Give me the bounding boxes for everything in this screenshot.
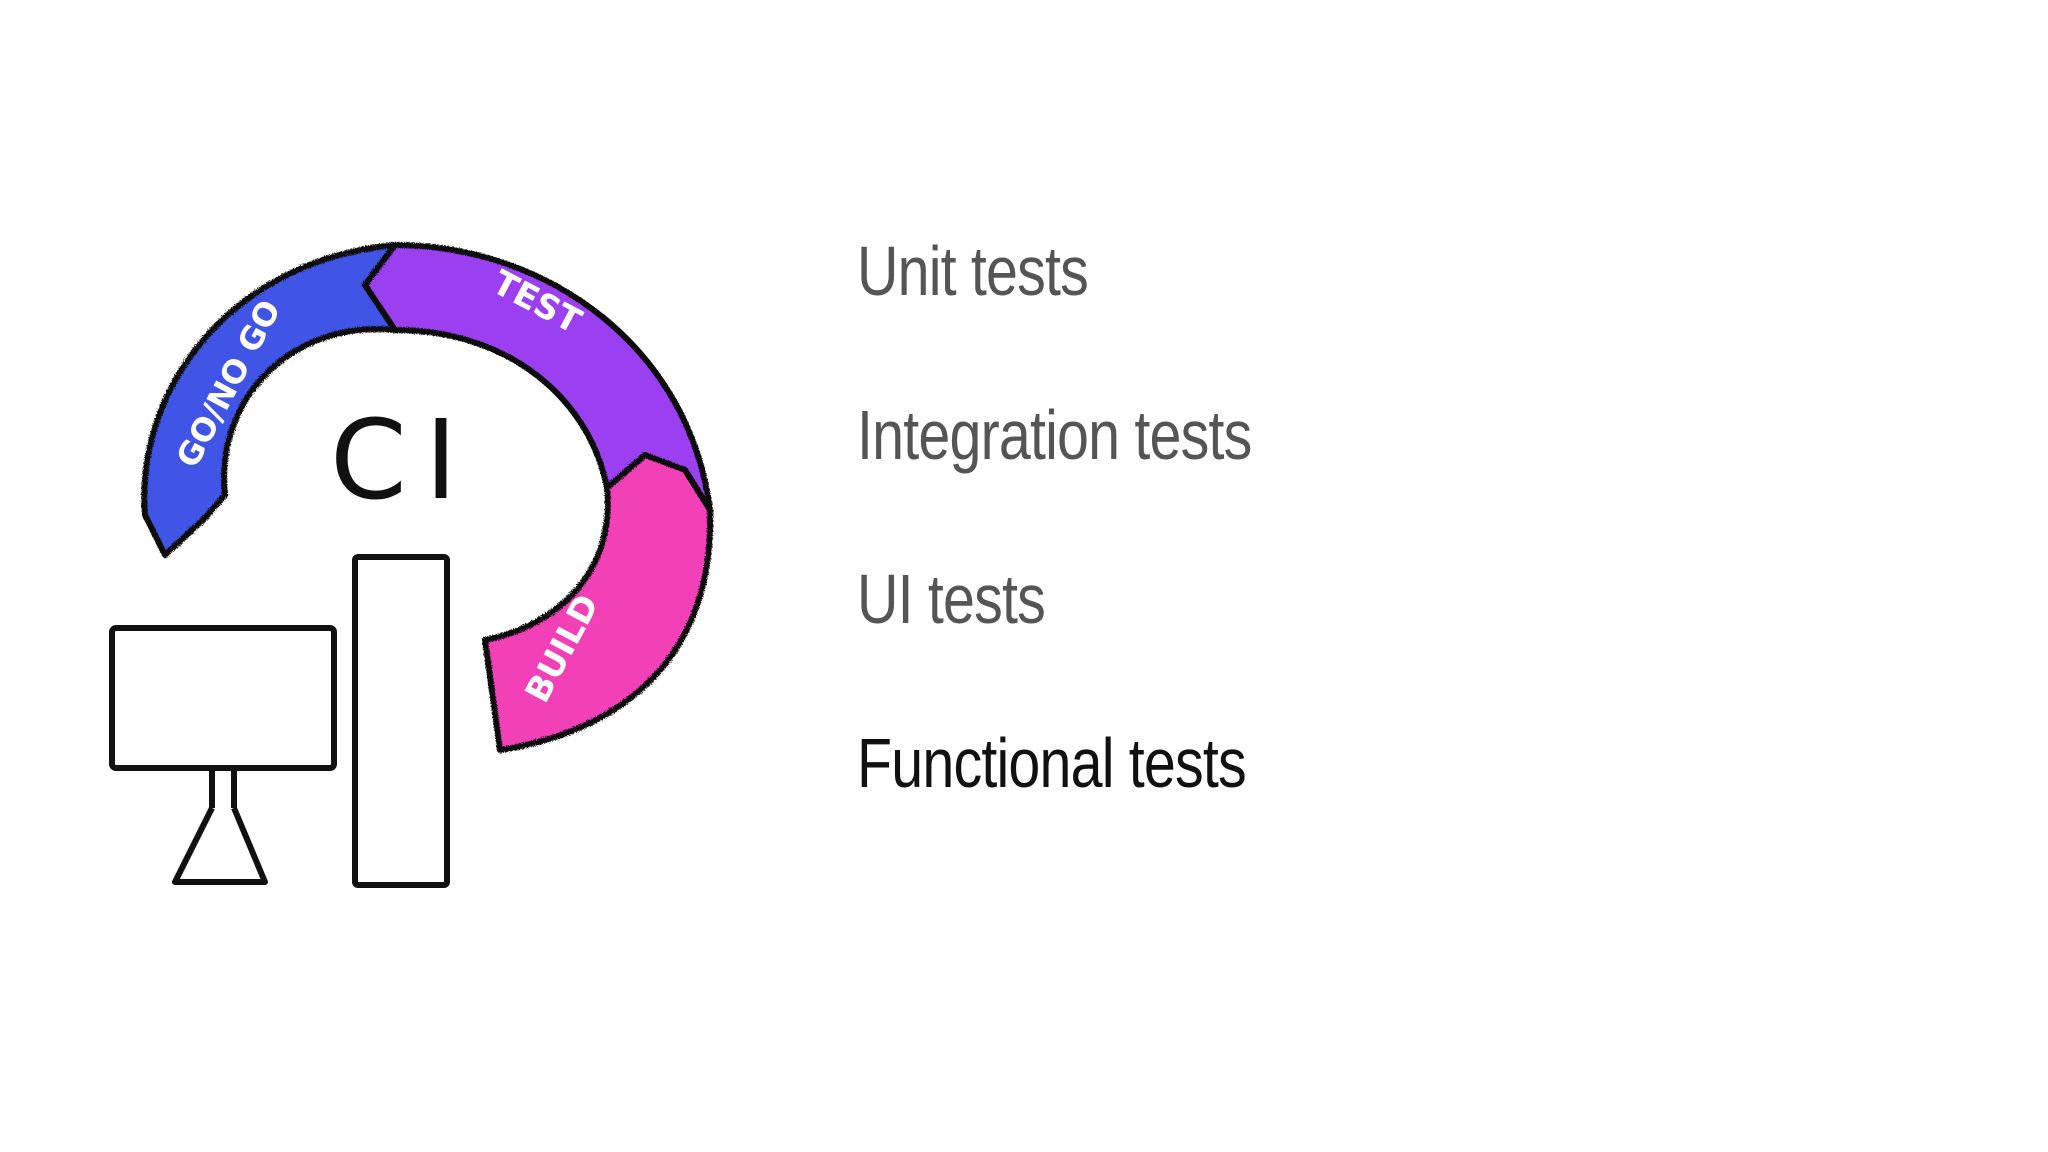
unit-tests-item: Unit tests (857, 232, 1089, 310)
functional-tests-item: Functional tests (857, 724, 1247, 802)
server-tower-icon (352, 554, 450, 888)
ui-tests-item: UI tests (857, 560, 1046, 638)
test-types-list: Unit tests Integration tests UI tests Fu… (857, 230, 1338, 886)
ci-label: CI (330, 396, 475, 524)
monitor-stand-icon (172, 806, 268, 885)
ci-pipeline-illustration: GO/NO GO TEST BUILD CI (90, 220, 750, 900)
monitor-icon (109, 625, 337, 771)
build-arc (482, 452, 714, 753)
integration-tests-item: Integration tests (857, 396, 1252, 474)
